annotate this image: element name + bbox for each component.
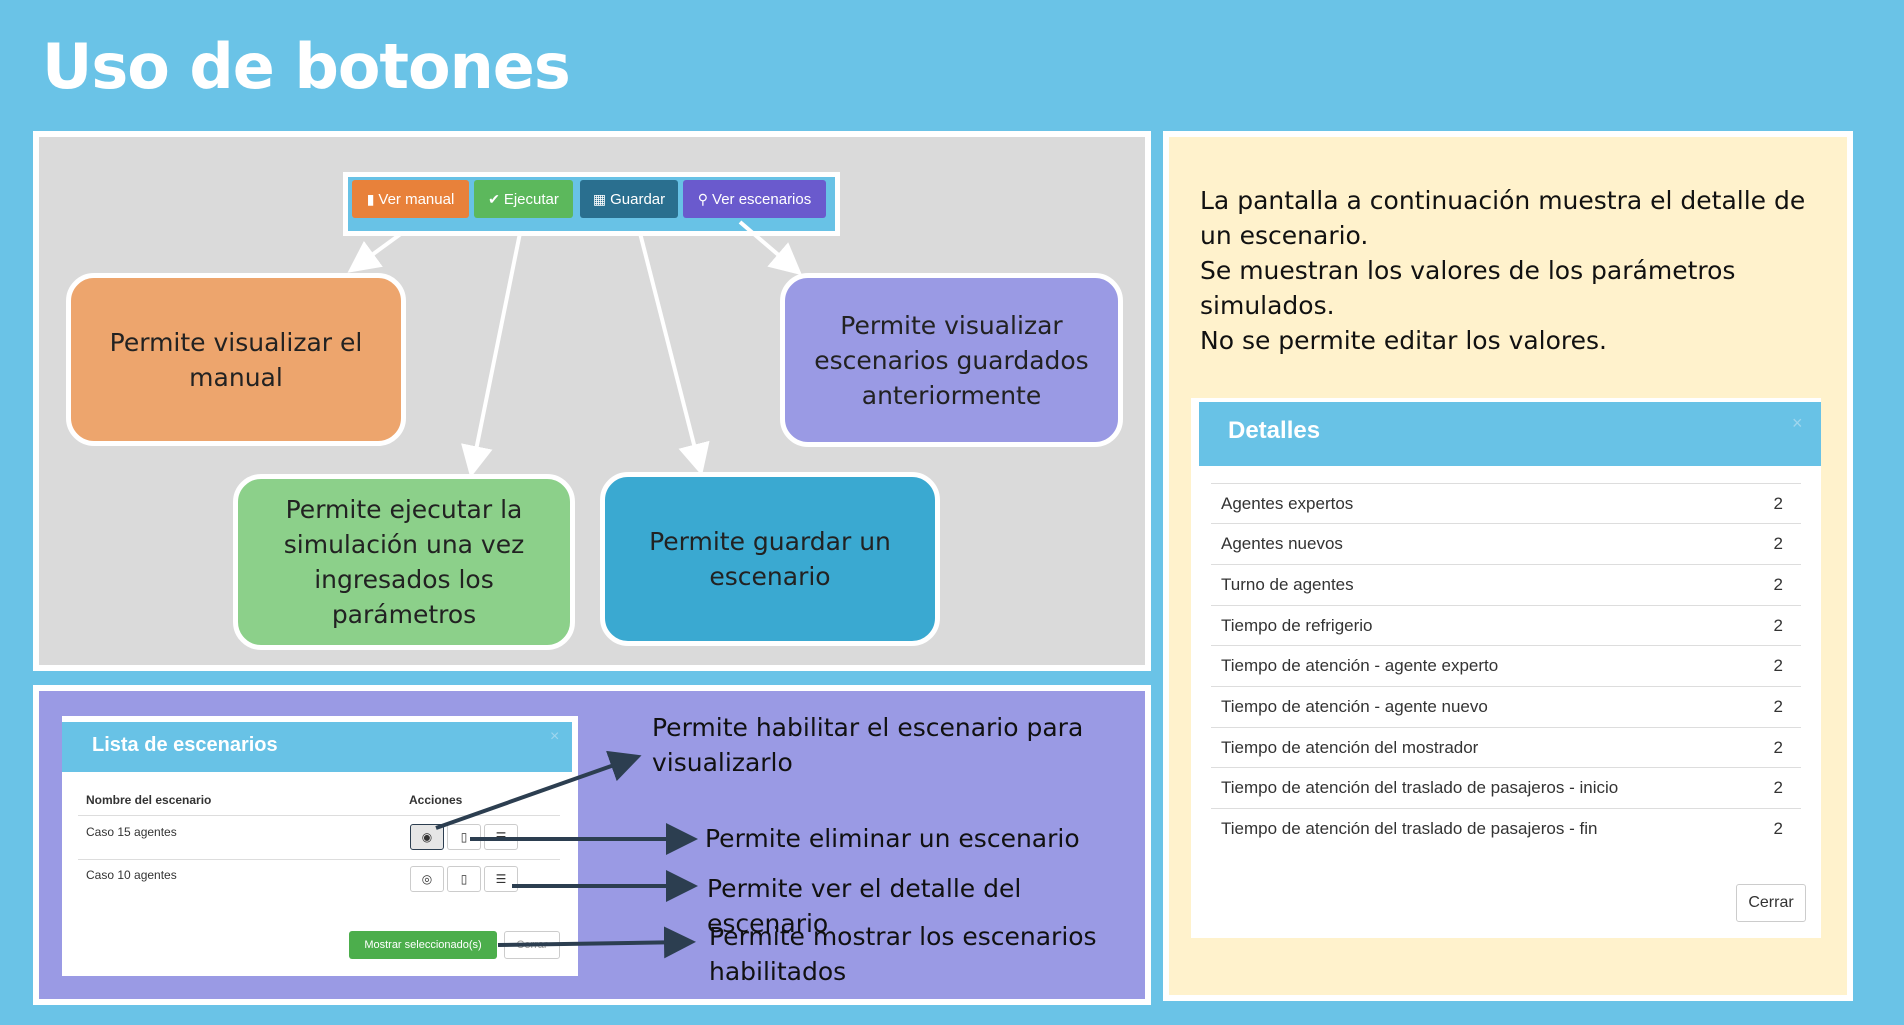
close-icon[interactable]: × <box>1792 413 1803 433</box>
bubble-ejecutar-text: Permite ejecutar la simulación una vez i… <box>283 495 525 629</box>
details-modal <box>1191 398 1821 938</box>
arrow-line <box>497 926 696 959</box>
connector-line <box>461 232 522 478</box>
detail-row: Tiempo de atención - agente experto 2 <box>1211 645 1801 687</box>
enable-scenario-button[interactable]: ◎ <box>410 866 444 892</box>
detail-label: Turno de agentes <box>1221 575 1354 594</box>
eye-slash-icon: ◎ <box>421 872 433 886</box>
detail-value: 2 <box>1773 738 1783 757</box>
list-icon: ☰ <box>495 872 507 886</box>
check-icon: ✔ <box>488 190 500 207</box>
ver-escenarios-button[interactable]: ⚲ Ver escenarios <box>683 180 826 218</box>
detail-row: Tiempo de atención - agente nuevo 2 <box>1211 686 1801 728</box>
detail-label: Tiempo de atención del traslado de pasaj… <box>1221 778 1619 797</box>
search-icon: ⚲ <box>697 190 709 207</box>
bubble-manual-text: Permite visualizar el manual <box>109 327 363 392</box>
detail-value: 2 <box>1773 656 1783 675</box>
details-description: La pantalla a continuación muestra el de… <box>1200 186 1806 355</box>
ejecutar-label: Ejecutar <box>503 190 559 208</box>
delete-scenario-button[interactable]: ▯ <box>447 866 481 892</box>
bubble-ver-escenarios-text: Permite visualizar escenarios guardados … <box>814 310 1089 410</box>
annotation-enable: Permite habilitar el escenario para visu… <box>652 713 1084 777</box>
detail-value: 2 <box>1773 778 1783 797</box>
detail-row: Agentes nuevos 2 <box>1211 523 1801 565</box>
scenario-row-name: Caso 15 agentes <box>86 825 177 839</box>
detail-row: Tiempo de refrigerio 2 <box>1211 605 1801 647</box>
bubble-guardar-text: Permite guardar un escenario <box>649 527 891 591</box>
detail-label: Tiempo de atención - agente nuevo <box>1221 697 1488 716</box>
detail-value: 2 <box>1773 616 1783 635</box>
bubble-ejecutar: Permite ejecutar la simulación una vez i… <box>233 474 575 650</box>
guardar-button[interactable]: ▦ Guardar <box>580 180 678 218</box>
table-divider <box>78 815 560 816</box>
detail-row: Agentes expertos 2 <box>1211 483 1801 525</box>
connector-line <box>738 220 803 276</box>
arrow-line <box>435 750 642 830</box>
bubble-ver-escenarios: Permite visualizar escenarios guardados … <box>780 273 1123 447</box>
ver-escenarios-label: Ver escenarios <box>712 190 812 208</box>
bubble-guardar: Permite guardar un escenario <box>600 472 940 646</box>
guardar-label: Guardar <box>610 190 666 208</box>
connector-line <box>347 231 404 273</box>
column-header-name: Nombre del escenario <box>86 793 212 807</box>
connector-line <box>638 232 710 476</box>
scenario-row-name: Caso 10 agentes <box>86 868 177 882</box>
annotation-delete: Permite eliminar un escenario <box>705 824 1080 853</box>
detail-row: Tiempo de atención del mostrador 2 <box>1211 727 1801 769</box>
detail-label: Tiempo de atención - agente experto <box>1221 656 1499 675</box>
detail-row: Turno de agentes 2 <box>1211 564 1801 606</box>
detail-label: Tiempo de refrigerio <box>1221 616 1373 635</box>
ver-manual-label: Ver manual <box>378 190 455 208</box>
table-divider <box>78 859 560 860</box>
trash-icon: ▯ <box>460 872 468 886</box>
trash-icon: ▯ <box>460 830 468 844</box>
close-button[interactable]: Cerrar <box>1736 884 1806 922</box>
detail-row: Tiempo de atención del traslado de pasaj… <box>1211 808 1801 850</box>
show-selected-button[interactable]: Mostrar seleccionado(s) <box>349 931 497 959</box>
details-header: Detalles <box>1199 402 1821 466</box>
floppy-icon: ▦ <box>592 190 607 207</box>
close-icon[interactable]: × <box>550 728 560 745</box>
annotation-detail: Permite ver el detalle del escenario <box>707 874 1022 938</box>
detail-label: Tiempo de atención del traslado de pasaj… <box>1221 819 1598 838</box>
column-header-actions: Acciones <box>409 793 463 807</box>
book-icon: ▮ <box>366 190 375 207</box>
annotation-show: Permite mostrar los escenarios habilitad… <box>709 922 1097 986</box>
detail-label: Agentes expertos <box>1221 494 1354 513</box>
ver-manual-button[interactable]: ▮ Ver manual <box>352 180 469 218</box>
bubble-manual: Permite visualizar el manual <box>66 273 406 446</box>
detail-value: 2 <box>1773 494 1783 513</box>
ejecutar-button[interactable]: ✔ Ejecutar <box>474 180 573 218</box>
page-title: Uso de botones <box>42 30 571 103</box>
detail-value: 2 <box>1773 697 1783 716</box>
details-title: Detalles <box>1228 417 1321 444</box>
detail-row: Tiempo de atención del traslado de pasaj… <box>1211 767 1801 809</box>
eye-icon: ◉ <box>421 830 433 844</box>
detail-label: Agentes nuevos <box>1221 534 1343 553</box>
detail-value: 2 <box>1773 534 1783 553</box>
scenario-list-title: Lista de escenarios <box>92 734 278 756</box>
detail-value: 2 <box>1773 819 1783 838</box>
scenario-list-header: Lista de escenarios <box>62 722 572 772</box>
detail-label: Tiempo de atención del mostrador <box>1221 738 1479 757</box>
detail-value: 2 <box>1773 575 1783 594</box>
